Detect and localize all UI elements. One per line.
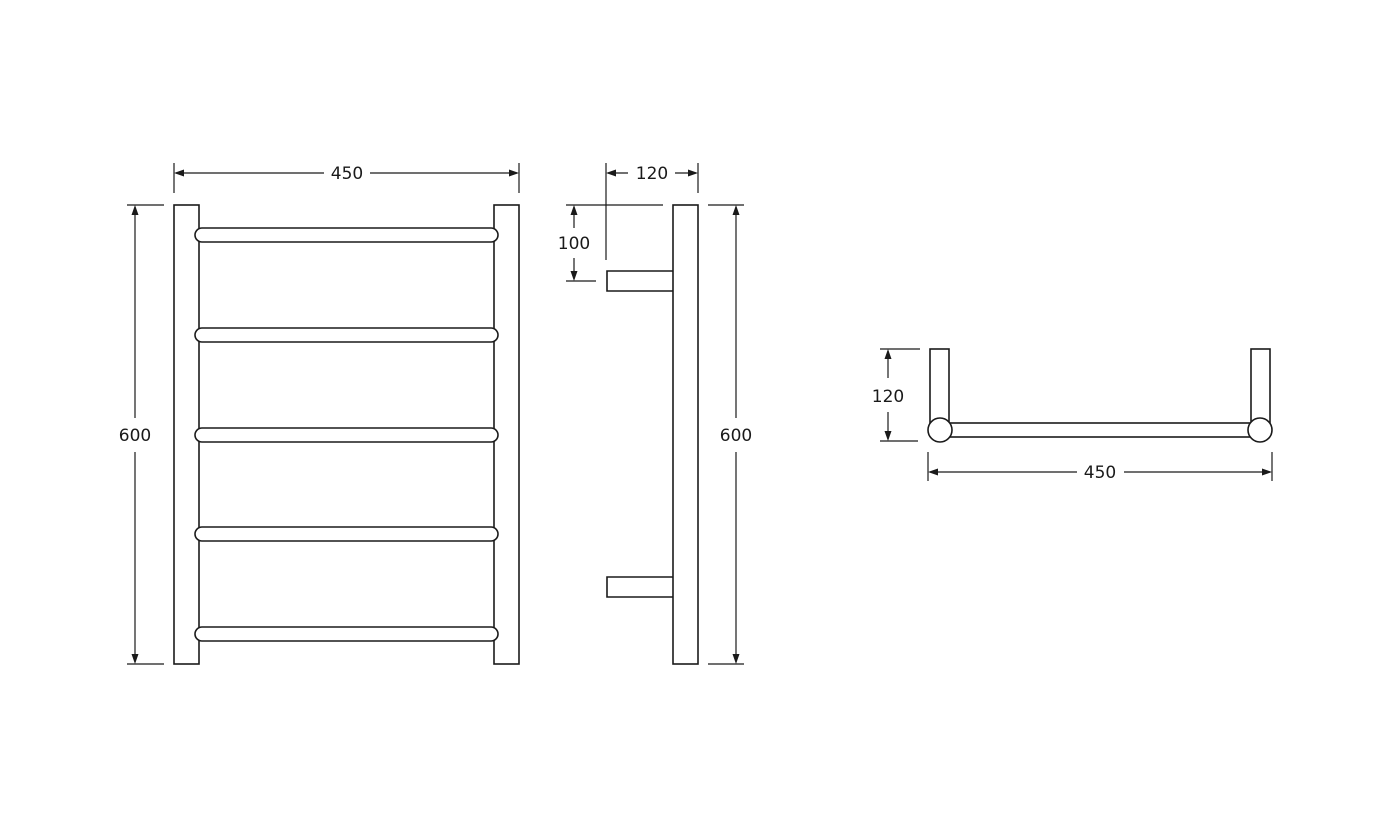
top-depth-label: 120 xyxy=(872,387,904,407)
front-rail-2 xyxy=(194,327,499,343)
top-rail xyxy=(939,422,1261,438)
top-depth-dimension: 120 xyxy=(872,348,920,442)
front-height-dimension: 600 xyxy=(119,204,164,665)
side-offset-dimension: 100 xyxy=(558,204,663,282)
side-depth-label: 120 xyxy=(636,164,668,184)
side-view: 120 100 600 xyxy=(558,163,752,665)
front-width-label: 450 xyxy=(331,164,363,184)
top-right-bracket xyxy=(1250,348,1271,426)
side-top-bracket xyxy=(606,270,679,292)
side-bottom-bracket xyxy=(606,576,679,598)
top-left-upright-end xyxy=(927,417,953,443)
top-view: 120 450 xyxy=(872,348,1273,483)
side-offset-label: 100 xyxy=(558,234,590,254)
top-width-label: 450 xyxy=(1084,463,1116,483)
front-rail-3 xyxy=(194,427,499,443)
front-width-dimension: 450 xyxy=(173,163,520,193)
top-left-bracket xyxy=(929,348,950,426)
side-height-dimension: 600 xyxy=(708,204,752,665)
front-rail-4 xyxy=(194,526,499,542)
front-height-label: 600 xyxy=(119,426,151,446)
front-view: 450 600 xyxy=(119,163,520,665)
side-upright xyxy=(672,204,699,665)
side-height-label: 600 xyxy=(720,426,752,446)
front-rail-1 xyxy=(194,227,499,243)
front-rail-5 xyxy=(194,626,499,642)
top-right-upright-end xyxy=(1247,417,1273,443)
side-depth-dimension: 120 xyxy=(605,163,699,260)
top-width-dimension: 450 xyxy=(927,452,1273,483)
